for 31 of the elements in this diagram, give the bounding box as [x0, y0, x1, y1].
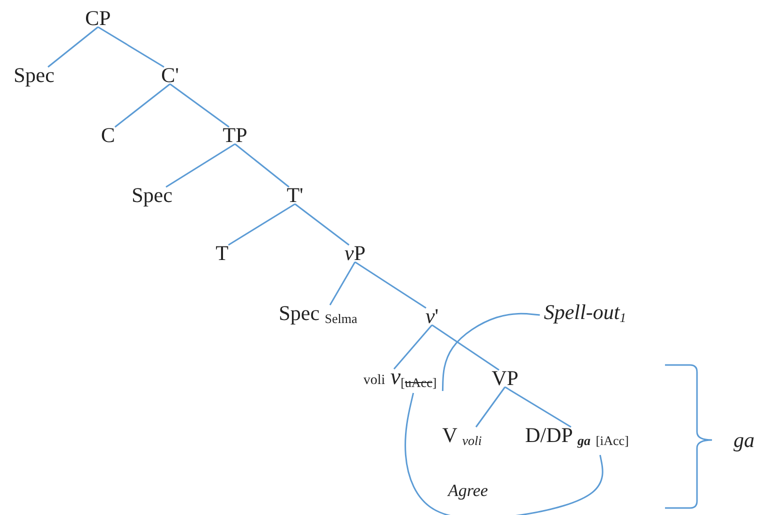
tree-node-label: V $_{voli}$ — [442, 423, 482, 453]
tree-node-label: CP — [85, 6, 111, 30]
tree-branch — [294, 203, 350, 246]
tree-branch — [504, 386, 572, 428]
tree-branch — [354, 261, 426, 309]
tree-node-label: VP — [492, 366, 518, 390]
tree-node-label: T — [216, 241, 228, 265]
tree-node-label: vP — [344, 241, 366, 265]
agree-arc — [404, 392, 604, 515]
tree-branch — [98, 26, 164, 68]
tree-branch — [170, 83, 230, 128]
tree-branch — [228, 203, 296, 246]
tree-branch — [432, 324, 500, 371]
tree-node-label: Spell-out$_{1}$ — [544, 300, 626, 330]
tree-branch — [329, 262, 356, 306]
tree-node-label: ga — [734, 428, 754, 452]
tree-node-label: Spec — [132, 183, 172, 207]
tree-branch — [48, 26, 98, 68]
tree-branch — [475, 386, 506, 428]
tree-node-label: C' — [161, 63, 179, 87]
tree-node-label: v' — [425, 304, 439, 328]
tree-node-label: C — [101, 123, 115, 147]
tree-branch — [393, 324, 433, 370]
tree-branch — [166, 143, 236, 188]
tree-branch — [234, 143, 290, 188]
tree-branch — [114, 83, 170, 128]
tree-node-label: Spec — [14, 63, 54, 87]
tree-node-label: TP — [222, 123, 248, 147]
tree-node-label: Spec $_{Selma}$ — [278, 301, 358, 331]
tree-node-label: T' — [286, 183, 304, 207]
curved-line — [442, 312, 540, 392]
